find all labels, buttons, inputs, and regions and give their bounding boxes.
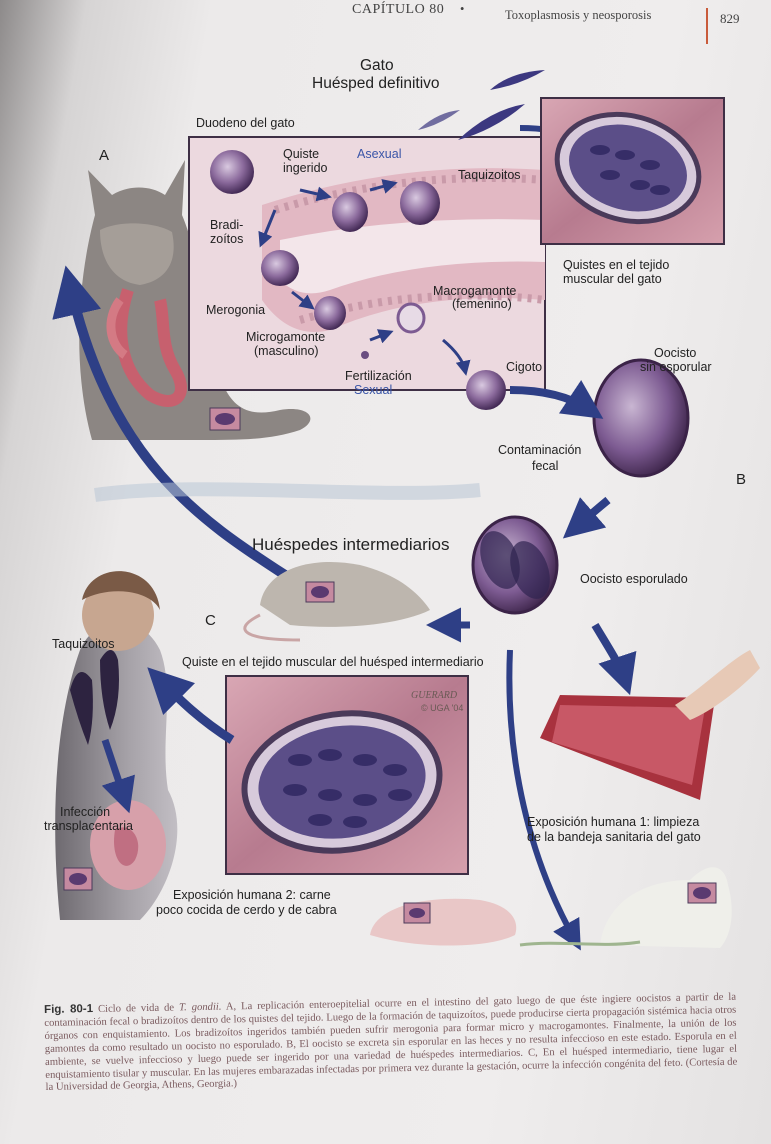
mouse-illustration xyxy=(245,562,430,640)
microgamont-cell xyxy=(361,351,369,359)
exposure1-label-2: de la bandeja sanitaria del gato xyxy=(527,830,701,845)
tachyzoites-left-label: Taquizoitos xyxy=(52,637,115,652)
stage-cell xyxy=(332,192,368,232)
macrogamont-label-2: (femenino) xyxy=(452,297,512,312)
caption-text-1: Ciclo de vida de xyxy=(93,1002,179,1015)
duodenum-label: Duodeno del gato xyxy=(196,116,295,131)
caption-species: T. gondii. xyxy=(179,1002,222,1014)
arrow-zygote-to-oocyst xyxy=(510,390,590,410)
merogony-label: Merogonia xyxy=(206,303,265,318)
stage-cell xyxy=(400,181,440,225)
illustrator-signature-2: © UGA '04 xyxy=(421,701,463,716)
arrow-to-litter-box xyxy=(595,625,625,680)
bradyzoites-label-2: zoítos xyxy=(210,232,243,247)
section-title: Toxoplasmosis y neosporosis xyxy=(505,8,651,23)
microgamont-label-1: Microgamonte xyxy=(246,330,325,345)
exposure2-label-2: poco cocida de cerdo y de cabra xyxy=(156,903,337,918)
zygote xyxy=(466,370,506,410)
panel-letter-c: C xyxy=(205,613,216,628)
cat-muscle-cysts-label-1: Quistes en el tejido xyxy=(563,258,669,273)
arrow-to-woman xyxy=(160,680,232,740)
transplacental-label-1: Infección xyxy=(60,805,110,820)
figure-caption: Fig. 80-1 Ciclo de vida de T. gondii. A,… xyxy=(44,991,738,1096)
oocyst-sporulated-label: Oocisto esporulado xyxy=(580,572,688,587)
macrogamont-cell xyxy=(398,304,424,332)
fertilization-label: Fertilización xyxy=(345,369,412,384)
sexual-label: Sexual xyxy=(354,383,392,398)
ingested-cyst xyxy=(210,150,254,194)
zygote-label: Cigoto xyxy=(506,360,542,375)
intermediate-muscle-cyst-label: Quiste en el tejido muscular del huésped… xyxy=(182,655,484,670)
cyst-ingested-label-2: ingerido xyxy=(283,161,327,176)
header-bullet: • xyxy=(460,2,464,17)
fecal-contamination-label-2: fecal xyxy=(532,459,558,474)
bradyzoites-label-1: Bradi- xyxy=(210,218,243,233)
cat-muscle-cysts-label-2: muscular del gato xyxy=(563,272,662,287)
pig-illustration xyxy=(370,899,516,946)
pregnant-woman-illustration xyxy=(55,571,177,920)
arrow-to-goat xyxy=(509,650,575,940)
page-number: 829 xyxy=(720,11,740,27)
oocyst-unsporulated-label-1: Oocisto xyxy=(654,346,696,361)
bradyzoite-cell xyxy=(261,250,299,286)
asexual-label: Asexual xyxy=(357,147,401,162)
merogony-cell xyxy=(314,296,346,330)
unsporulated-oocyst xyxy=(594,360,688,476)
panel-letter-b: B xyxy=(736,472,746,487)
cat-tissue-cyst-icon-inner xyxy=(215,413,235,425)
arrow-to-sporulated xyxy=(575,500,608,528)
fecal-contamination-label-1: Contaminación xyxy=(498,443,581,458)
faded-arrow xyxy=(95,489,480,495)
exposure2-label-1: Exposición humana 2: carne xyxy=(173,888,331,903)
header-rule xyxy=(706,8,708,44)
sporulated-oocyst xyxy=(473,517,557,613)
panel-letter-a: A xyxy=(99,148,109,163)
tachyzoites-top-label: Taquizoitos xyxy=(458,168,521,183)
host-title-definitivo: Huésped definitivo xyxy=(312,76,440,91)
cyst-ingested-label-1: Quiste xyxy=(283,147,319,162)
goat-illustration xyxy=(600,867,732,948)
exposure1-label-1: Exposición humana 1: limpieza xyxy=(527,815,699,830)
host-title-gato: Gato xyxy=(360,58,394,73)
oocyst-unsporulated-label-2: sin esporular xyxy=(640,360,712,375)
intermediate-hosts-label: Huéspedes intermediarios xyxy=(252,537,450,552)
transplacental-label-2: transplacentaria xyxy=(44,819,133,834)
chapter-label: CAPÍTULO 80 xyxy=(352,2,444,18)
microgamont-label-2: (masculino) xyxy=(254,344,319,359)
litter-box-illustration xyxy=(540,650,760,800)
cat-muscle-cyst-panel xyxy=(541,98,724,244)
caption-label: Fig. 80-1 xyxy=(44,1003,93,1016)
grass xyxy=(520,942,640,945)
